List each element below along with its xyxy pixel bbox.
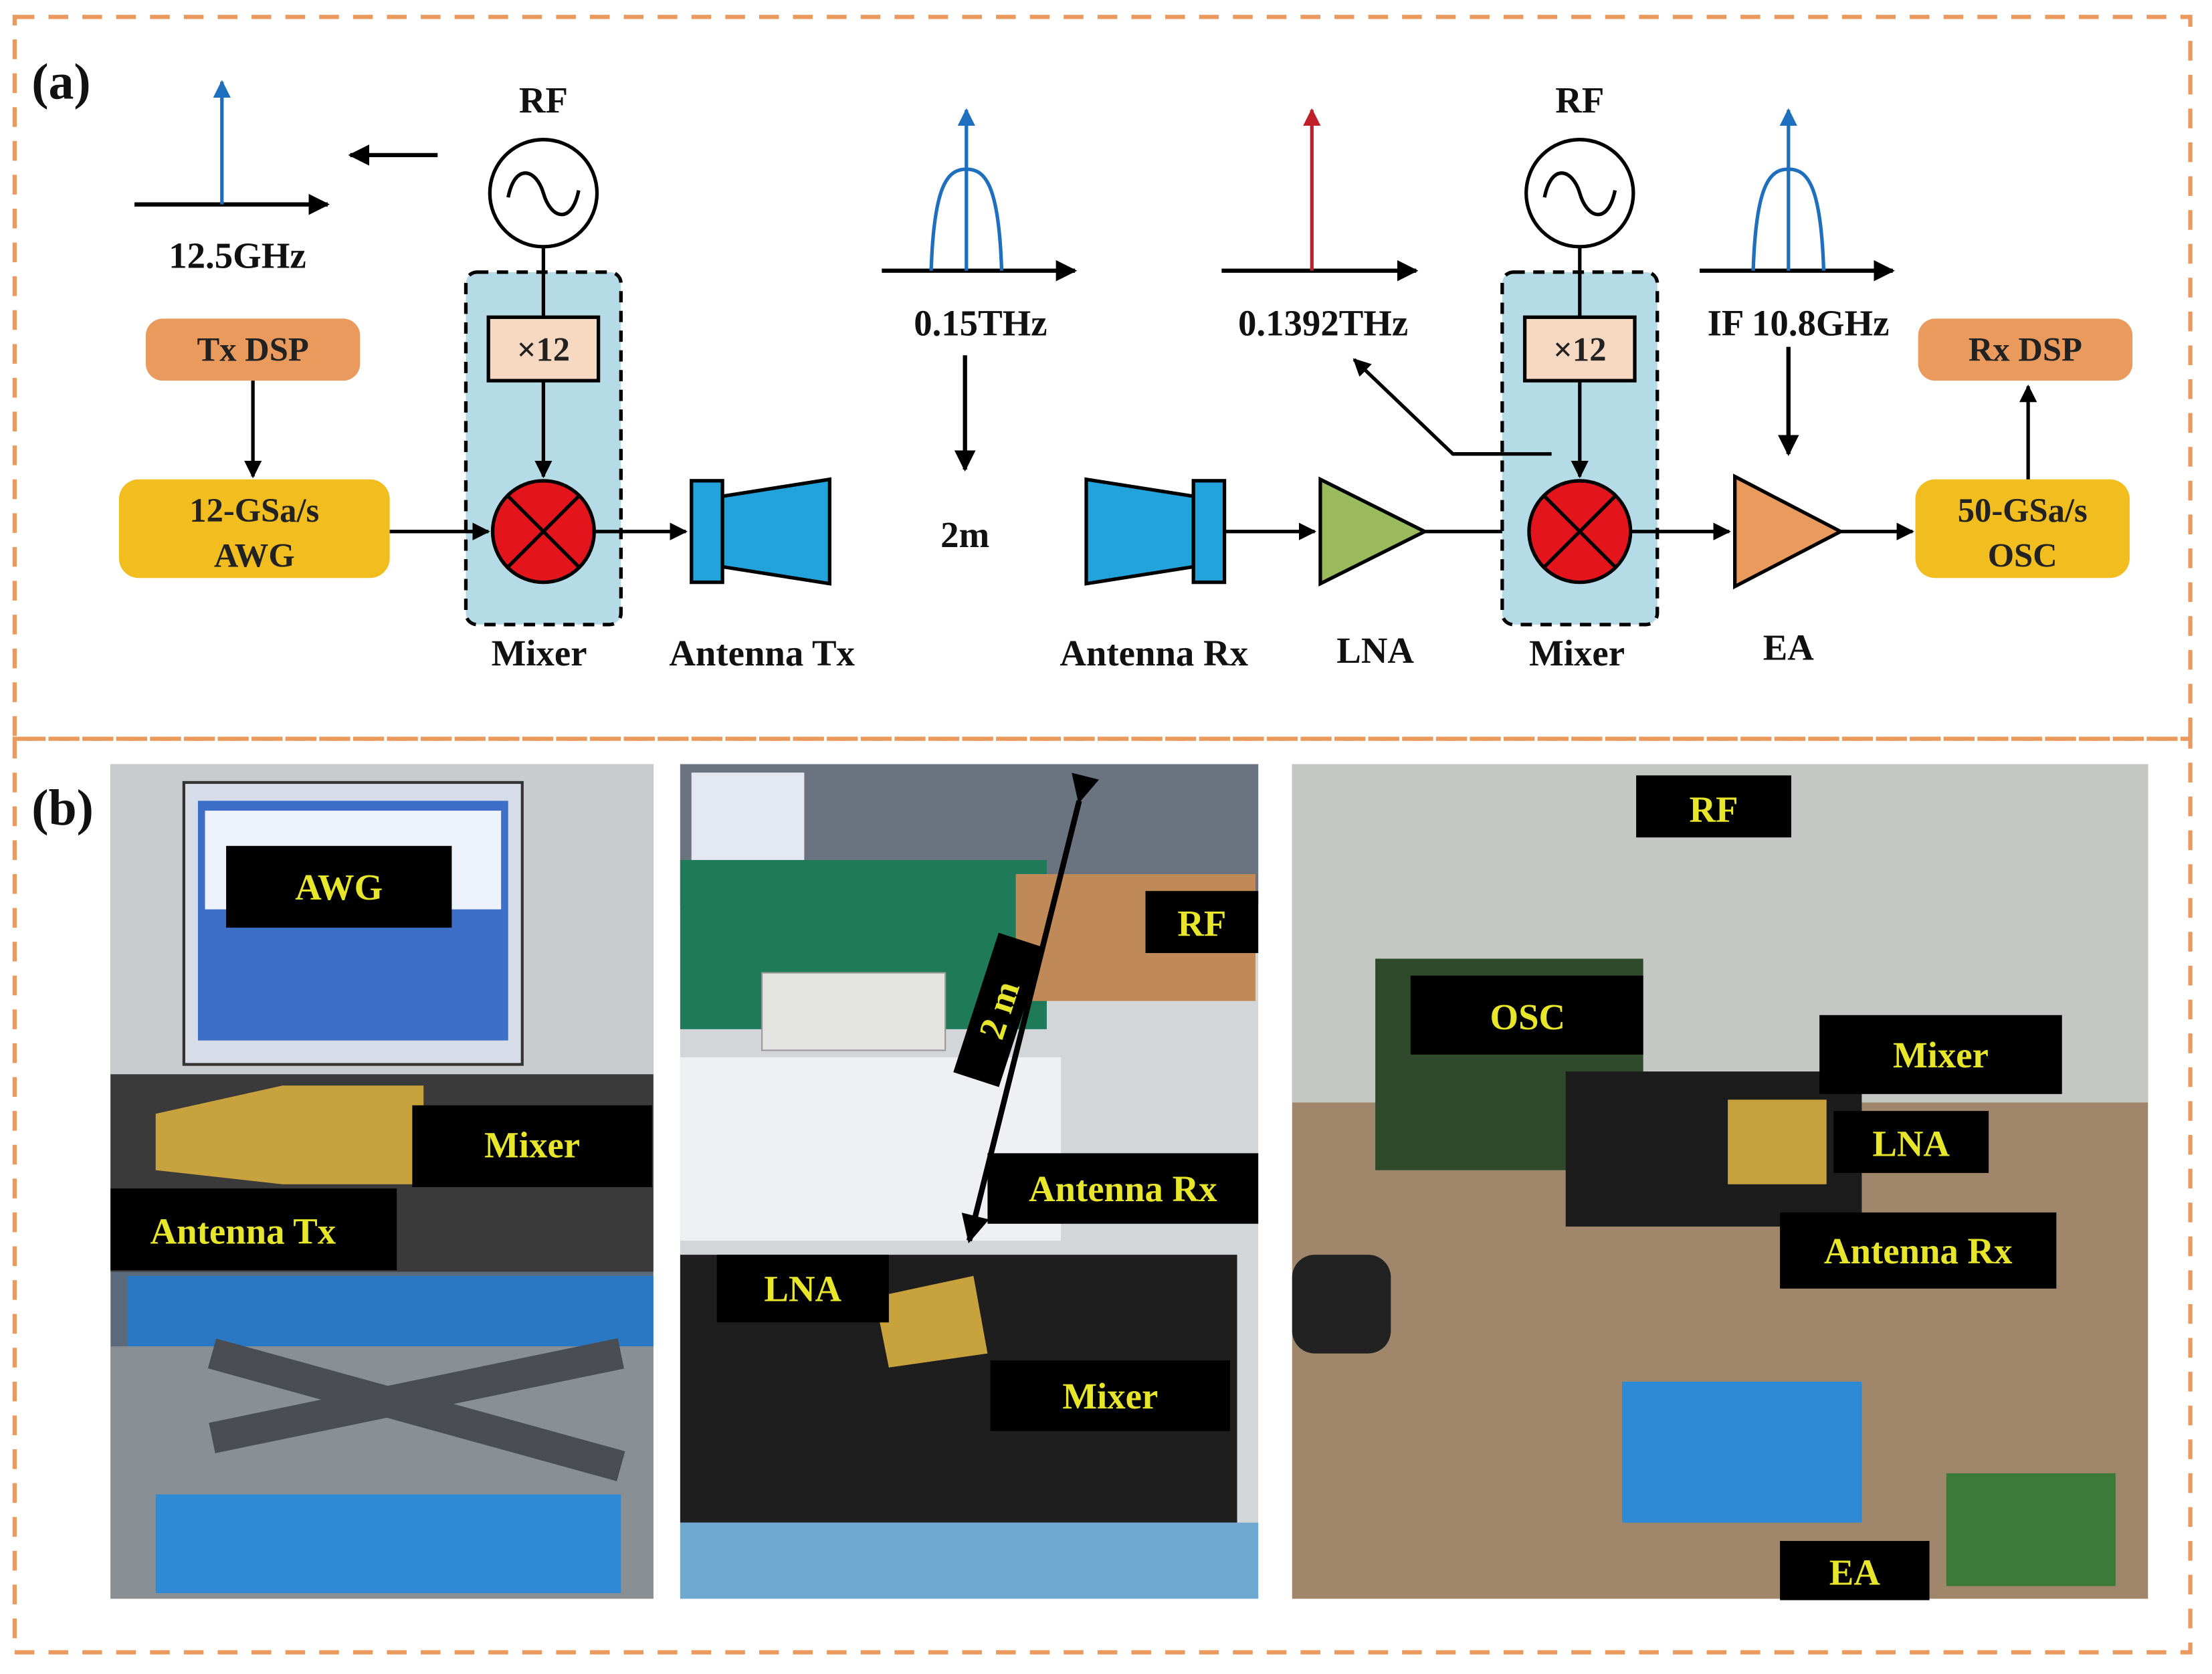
lna-label: LNA <box>1336 630 1414 671</box>
photo3-label-osc: OSC <box>1490 997 1565 1037</box>
panel-b-tag: (b) <box>31 780 94 836</box>
tx-rf-label: RF <box>519 80 568 121</box>
tx-dsp-label: Tx DSP <box>197 331 309 369</box>
photo1-label-mixer: Mixer <box>484 1125 580 1166</box>
rx-antenna-icon <box>1084 477 1227 586</box>
awg-label-line2: AWG <box>214 536 295 574</box>
photo3-label-ea: EA <box>1829 1552 1881 1592</box>
rx-mixer-label: Mixer <box>1529 633 1625 673</box>
osc-label-line2: OSC <box>1988 536 2057 574</box>
panel-a-frame <box>12 15 2193 741</box>
tx-multiplier <box>486 315 601 383</box>
photo3-label-mixer: Mixer <box>1893 1035 1989 1075</box>
photo3-label-rf: RF <box>1690 789 1738 830</box>
rx-lo-spectrum: 0.1392THz <box>1221 108 1419 344</box>
distance-label: 2m <box>940 514 989 555</box>
photo2-label-lna: LNA <box>764 1269 841 1310</box>
rx-dsp-block <box>1918 318 2133 381</box>
ea-label: EA <box>1763 627 1815 668</box>
lna-icon <box>1318 476 1429 587</box>
tx-mixer-label: Mixer <box>492 633 587 673</box>
lo-spectrum: 12.5GHz <box>134 80 330 276</box>
ea-icon <box>1733 474 1845 590</box>
photo3-label-lna: LNA <box>1872 1124 1950 1164</box>
awg-label-line1: 12-GSa/s <box>189 492 319 529</box>
lo-freq-label: 12.5GHz <box>169 235 306 276</box>
rx-lo-freq-label: 0.1392THz <box>1238 303 1408 344</box>
panel-a-tag: (a) <box>31 54 90 110</box>
photo3-label-antenna-rx: Antenna Rx <box>1824 1231 2013 1271</box>
photo2-label-antenna-rx: Antenna Rx <box>1029 1168 1217 1209</box>
rx-rf-source-icon <box>1524 138 1635 249</box>
photo2-label-rf: RF <box>1177 904 1226 944</box>
tx-multiplier-label: ×12 <box>517 331 570 369</box>
rx-photo <box>1292 764 2148 1599</box>
tx-mixer-icon <box>490 479 596 585</box>
tx-freq-label: 0.15THz <box>914 303 1047 344</box>
tx-antenna-icon <box>690 477 831 586</box>
photo2-label-mixer: Mixer <box>1062 1376 1158 1417</box>
tx-spectrum: 0.15THz <box>882 108 1078 344</box>
tx-rf-source-icon <box>488 138 599 249</box>
rx-multiplier-label: ×12 <box>1553 331 1606 369</box>
rx-mixer-icon <box>1527 479 1633 585</box>
if-spectrum: IF 10.8GHz <box>1699 108 1895 344</box>
rx-dsp-label: Rx DSP <box>1969 331 2082 369</box>
tx-dsp-block <box>145 318 361 381</box>
awg-block <box>118 479 390 579</box>
if-freq-label: IF 10.8GHz <box>1708 303 1890 344</box>
panel-b-frame <box>12 736 2193 1655</box>
rx-antenna-label: Antenna Rx <box>1060 633 1248 673</box>
osc-label-line1: 50-GSa/s <box>1958 492 2088 529</box>
rx-rf-label: RF <box>1555 80 1604 121</box>
photo1-label-awg: AWG <box>295 867 383 908</box>
osc-block <box>1915 479 2130 579</box>
photo1-label-antenna-tx: Antenna Tx <box>150 1211 336 1251</box>
tx-antenna-label: Antenna Tx <box>669 633 855 673</box>
